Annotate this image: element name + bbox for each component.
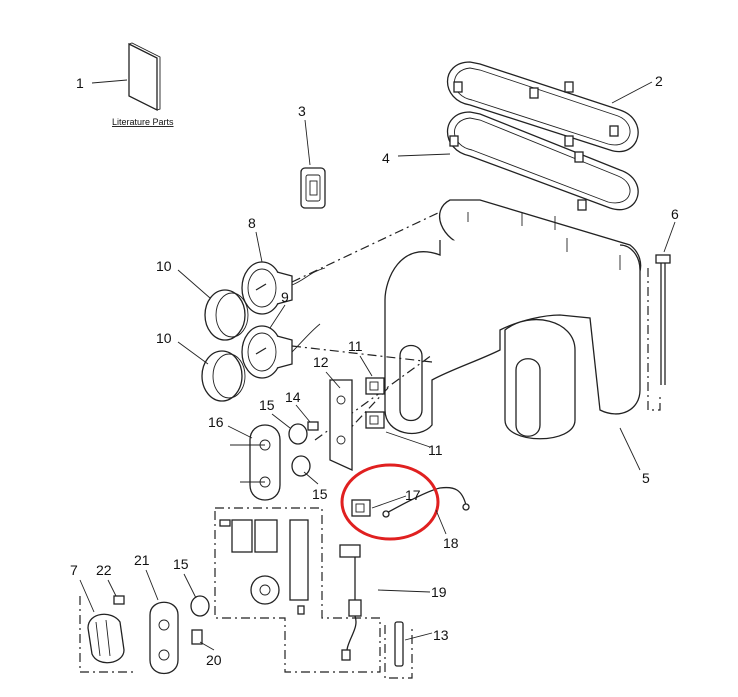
- callout-10-upper: 10: [156, 258, 172, 274]
- switch-17: [351, 499, 371, 517]
- valve-assembly: [219, 519, 362, 661]
- button-15-lower: [190, 595, 210, 617]
- rocker-switch-upper: [365, 377, 385, 395]
- wire-harness: [382, 486, 470, 518]
- callout-8: 8: [248, 215, 256, 231]
- callout-12: 12: [313, 354, 329, 370]
- callout-16: 16: [208, 414, 224, 430]
- callout-4: 4: [382, 150, 390, 166]
- highlight-circle: [340, 463, 440, 541]
- probe-13: [394, 621, 404, 667]
- callout-11-lower: 11: [428, 442, 443, 458]
- control-plate: [230, 424, 281, 501]
- callout-5: 5: [642, 470, 650, 486]
- callout-9: 9: [281, 289, 289, 305]
- callout-17: 17: [405, 487, 421, 503]
- screw-22: [113, 595, 125, 605]
- pin-20: [191, 629, 203, 645]
- push-button-upper: [288, 423, 308, 445]
- callout-7: 7: [70, 562, 78, 578]
- push-button-lower: [291, 455, 311, 477]
- probe-outline: [384, 625, 413, 679]
- callout-22: 22: [96, 562, 112, 578]
- assembly-7-outline: [79, 596, 135, 673]
- callout-1: 1: [76, 75, 84, 91]
- knob-7: [87, 613, 125, 664]
- callout-6: 6: [671, 206, 679, 222]
- tie-rod: [655, 254, 671, 385]
- callout-15-upper: 15: [259, 397, 275, 413]
- callout-21: 21: [134, 552, 150, 568]
- base-housing: [384, 199, 642, 440]
- callout-15-middle: 15: [312, 486, 328, 502]
- literature-parts-label: Literature Parts: [112, 117, 174, 127]
- switch-bezel: [300, 167, 326, 209]
- callout-18: 18: [443, 535, 459, 551]
- callout-10-lower: 10: [156, 330, 172, 346]
- callout-13: 13: [433, 627, 449, 643]
- leader-lines: [79, 79, 676, 651]
- plate-21: [149, 601, 179, 675]
- knob-cap-upper: [204, 289, 249, 341]
- thermostat-dial-lower: [241, 325, 293, 379]
- knob-cap-lower: [201, 350, 246, 402]
- callout-15-lower: 15: [173, 556, 189, 572]
- thermostat-dial-upper: [241, 261, 293, 315]
- callout-14: 14: [285, 389, 301, 405]
- rocker-switch-lower: [365, 411, 385, 429]
- gasket-bottom: [446, 111, 639, 211]
- callout-20: 20: [206, 652, 222, 668]
- switch-bracket: [329, 379, 353, 472]
- callout-19: 19: [431, 584, 447, 600]
- screw: [307, 421, 319, 431]
- callout-2: 2: [655, 73, 663, 89]
- callout-11-upper: 11: [348, 338, 363, 354]
- gasket-top: [446, 61, 639, 153]
- literature-booklet: [128, 42, 161, 112]
- callout-3: 3: [298, 103, 306, 119]
- assembly-19-outline: [214, 507, 381, 673]
- callout-labels: 1 2 3 4 5 6 7 8 9 10 10 11 11 12 13 14 1…: [70, 73, 679, 668]
